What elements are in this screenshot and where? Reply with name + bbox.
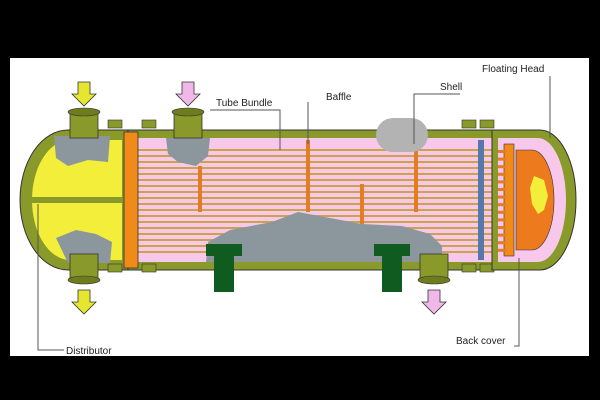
nozzle-mouth — [171, 107, 205, 117]
stud — [498, 226, 506, 229]
stud — [498, 210, 506, 214]
label-baffle: Baffle — [326, 92, 352, 103]
stud — [498, 188, 506, 191]
flange-bottom — [107, 263, 123, 273]
stud — [498, 248, 506, 252]
baffle — [360, 184, 364, 248]
leader-lines — [37, 76, 551, 351]
flange-bottom — [461, 263, 477, 273]
redaction-blob — [376, 118, 428, 152]
stud — [498, 157, 506, 161]
floating-head-sheet — [503, 143, 515, 257]
floating-head-cutaway — [530, 176, 548, 214]
baffle — [414, 140, 418, 212]
support-saddle — [214, 256, 234, 292]
inlet-nozzle-distributor — [69, 111, 99, 139]
baffle — [198, 166, 202, 212]
stud — [498, 241, 506, 245]
distributor-partition — [28, 197, 124, 203]
label-distributor: Distributor — [66, 346, 112, 356]
stud — [498, 195, 506, 199]
flange-top — [107, 119, 123, 129]
label-floating-head: Floating Head — [482, 64, 544, 75]
down-arrow-icon — [71, 81, 97, 107]
tube-sheet-left — [123, 131, 139, 269]
baffle — [306, 140, 310, 212]
outlet-nozzle-shell — [419, 253, 449, 281]
label-shell: Shell — [440, 82, 462, 93]
support-saddle — [374, 244, 410, 256]
diagram-panel: Tube Bundle Baffle Shell Floating Head D… — [10, 58, 589, 356]
nozzle-mouth — [67, 275, 101, 285]
stud — [498, 233, 506, 237]
down-arrow-icon — [175, 81, 201, 107]
flange-bottom — [141, 263, 157, 273]
down-arrow-icon — [71, 289, 97, 315]
support-saddle — [206, 244, 242, 256]
label-tube-bundle: Tube Bundle — [216, 98, 273, 109]
stud — [498, 150, 506, 153]
stud — [498, 203, 506, 207]
stud — [498, 218, 506, 222]
flange-top — [141, 119, 157, 129]
nozzle-mouth — [417, 275, 451, 285]
label-back-cover: Back cover — [456, 336, 506, 347]
down-arrow-icon — [421, 289, 447, 315]
tube-sheet-right — [478, 140, 484, 260]
stud — [498, 165, 506, 169]
stud — [498, 172, 506, 176]
support-saddle — [382, 256, 402, 292]
flange-top — [479, 119, 495, 129]
flange-top — [461, 119, 477, 129]
nozzle-mouth — [67, 107, 101, 117]
stud — [498, 180, 506, 184]
distributor-cutaway-top — [54, 136, 110, 166]
inlet-cutaway — [166, 138, 210, 166]
floating-head-studs — [498, 150, 506, 252]
heat-exchanger-diagram: Tube Bundle Baffle Shell Floating Head D… — [19, 64, 577, 356]
